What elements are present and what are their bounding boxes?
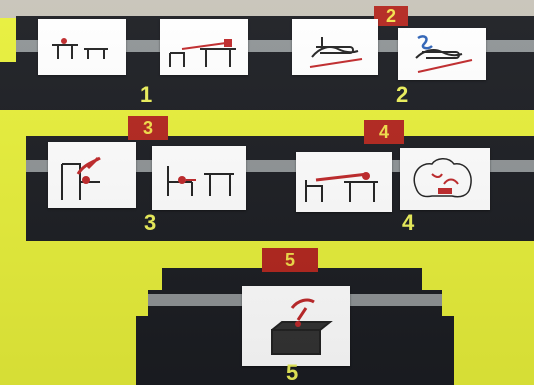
- move-to-bench-icon: [160, 19, 248, 75]
- row-label-3: 3: [144, 212, 156, 234]
- sort-items-icon: [400, 148, 490, 210]
- hand-gesture-1-icon: [292, 19, 378, 75]
- climb-down-icon: [48, 142, 136, 208]
- row-label-4: 4: [402, 212, 414, 234]
- walk-to-table-icon: [38, 19, 126, 75]
- slide-along-bench-icon: [152, 146, 246, 210]
- push-to-table-icon: [296, 152, 392, 212]
- card-slide-along-bench: [152, 146, 246, 210]
- tab-3: 3: [128, 116, 168, 140]
- card-drop-into-box: [242, 286, 350, 366]
- row-label-5: 5: [286, 362, 298, 384]
- card-sort-items: [400, 148, 490, 210]
- card-push-to-table: [296, 152, 392, 212]
- row-label-2: 2: [396, 84, 408, 106]
- card-move-to-bench: [160, 19, 248, 75]
- card-hand-gesture-2: [398, 28, 486, 80]
- tab-2: 2: [374, 6, 408, 26]
- hand-gesture-2-icon: [398, 28, 486, 80]
- row-label-1: 1: [140, 84, 152, 106]
- card-climb-down: [48, 142, 136, 208]
- card-walk-to-table: [38, 19, 126, 75]
- card-hand-gesture-1: [292, 19, 378, 75]
- drop-into-box-icon: [242, 286, 350, 366]
- tab-5: 5: [262, 248, 318, 272]
- tab-4: 4: [364, 120, 404, 144]
